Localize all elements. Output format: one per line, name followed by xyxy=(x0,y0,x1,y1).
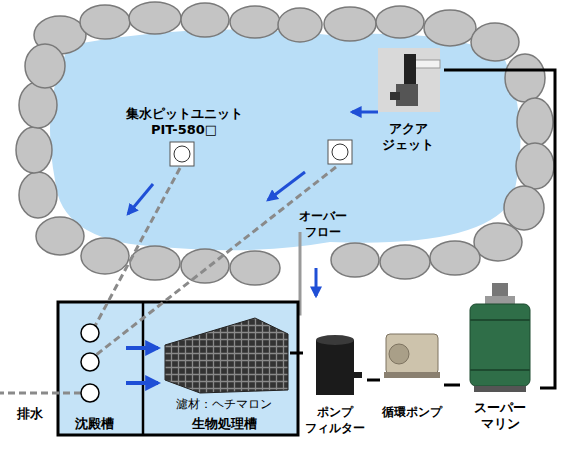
tank-section: 濾材：ヘチマロン生物処理槽 xyxy=(158,312,290,432)
pump-filter-photo xyxy=(316,335,362,395)
device-box: ポンプ フィルター xyxy=(303,330,367,436)
circulation-pump-photo xyxy=(384,334,440,378)
pipe-line xyxy=(444,384,460,387)
node-text: ポンプ フィルター xyxy=(303,404,367,436)
node-text: 循環ポンプ xyxy=(380,404,444,420)
super-marine-photo xyxy=(470,283,530,392)
pipe-dashed xyxy=(0,167,336,393)
flow-arrow xyxy=(128,112,378,296)
node-text: 濾材：ヘチマロン xyxy=(158,396,290,412)
pipe-line xyxy=(367,379,380,382)
pond-stones xyxy=(16,2,554,285)
flow-arrow xyxy=(126,346,158,350)
device-box: アクア ジェット xyxy=(372,45,444,153)
pond-water xyxy=(50,29,521,250)
node-text: 沈殿槽 xyxy=(62,416,126,432)
device-box: スーパー マリン xyxy=(460,282,540,432)
part-label: 排水 xyxy=(10,406,50,422)
tank-section: 沈殿槽 xyxy=(62,312,126,432)
part-label: オーバー フロー xyxy=(296,208,350,240)
filter-media xyxy=(165,318,288,393)
tank xyxy=(58,302,298,435)
device-box: 循環ポンプ xyxy=(380,325,444,420)
pipe-line xyxy=(290,352,303,355)
pipe-line xyxy=(444,70,555,388)
node-text: 生物処理槽 xyxy=(158,416,290,432)
node-text: スーパー マリン xyxy=(460,400,540,432)
collection-pit xyxy=(170,140,352,166)
part-label: 集水ピットユニット PIT-580□ xyxy=(118,106,250,138)
node-text: アクア ジェット xyxy=(372,121,444,153)
settling-port xyxy=(81,324,99,402)
flow-arrow xyxy=(126,381,158,385)
aqua-jet-photo xyxy=(378,48,440,112)
